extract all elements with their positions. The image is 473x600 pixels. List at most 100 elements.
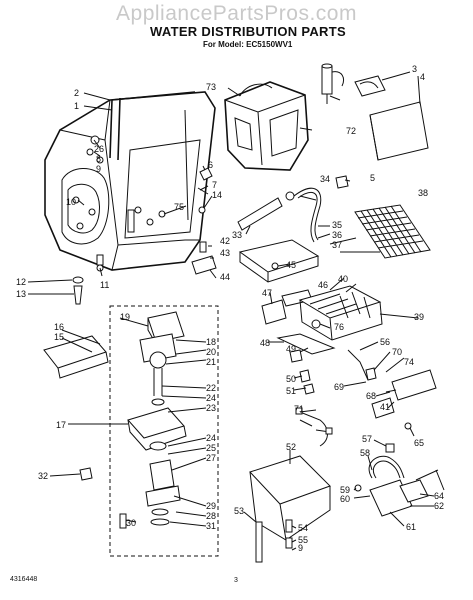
callout-18: 18 <box>206 337 216 347</box>
callout-49: 49 <box>286 344 296 354</box>
bracket-42-44 <box>191 241 217 275</box>
callout-5: 5 <box>370 173 375 183</box>
callout-76: 76 <box>334 322 344 332</box>
callout-73: 73 <box>206 82 216 92</box>
wire-harness <box>295 407 333 447</box>
callout-35: 35 <box>332 220 342 230</box>
callout-72: 72 <box>346 126 356 136</box>
callout-50: 50 <box>286 374 296 384</box>
shelf-grid <box>354 204 431 259</box>
callout-44: 44 <box>220 272 230 282</box>
callout-75: 75 <box>174 202 184 212</box>
auger-and-tubing <box>237 187 322 243</box>
callout-25: 25 <box>206 443 216 453</box>
callout-10: 10 <box>66 197 76 207</box>
shutoff-arm-parts <box>347 349 437 419</box>
callout-55: 55 <box>298 535 308 545</box>
callout-3: 3 <box>412 64 417 74</box>
document-part-number: 4316448 <box>10 576 38 583</box>
callout-62: 62 <box>434 501 444 511</box>
callout-9b: 9 <box>298 543 303 553</box>
callout-20: 20 <box>206 347 216 357</box>
callout-60: 60 <box>340 494 350 504</box>
water-valve <box>354 469 445 517</box>
callout-74: 74 <box>404 357 414 367</box>
callout-19: 19 <box>120 312 130 322</box>
page-number: 3 <box>234 577 238 584</box>
callout-15: 15 <box>54 332 64 342</box>
heater-parts <box>276 333 336 395</box>
callout-46: 46 <box>318 280 328 290</box>
callout-21: 21 <box>206 357 216 367</box>
callout-30: 30 <box>126 518 136 528</box>
callout-71: 71 <box>294 404 304 414</box>
fasteners-6-7-14 <box>197 167 213 214</box>
callout-32: 32 <box>38 471 48 481</box>
callout-31: 31 <box>206 521 216 531</box>
callout-59: 59 <box>340 485 350 495</box>
callout-28: 28 <box>206 511 216 521</box>
callout-4: 4 <box>420 72 425 82</box>
callout-6: 6 <box>208 160 213 170</box>
callout-69: 69 <box>334 382 344 392</box>
callout-labels: 2 1 26 8 9 10 11 12 13 73 3 4 72 6 7 14 … <box>16 64 444 553</box>
leader-lines <box>27 71 435 551</box>
callout-37: 37 <box>332 240 342 250</box>
callout-12: 12 <box>16 277 26 287</box>
reservoir-pan <box>249 455 331 563</box>
callout-58: 58 <box>360 448 370 458</box>
callout-8: 8 <box>96 154 101 164</box>
callout-39: 39 <box>414 312 424 322</box>
callout-7: 7 <box>212 180 217 190</box>
ice-mold <box>261 285 383 341</box>
callout-27: 27 <box>206 453 216 463</box>
callout-24b: 24 <box>206 433 216 443</box>
callout-26: 26 <box>94 144 104 154</box>
callout-48: 48 <box>260 338 270 348</box>
callout-24: 24 <box>206 393 216 403</box>
callout-33: 33 <box>232 230 242 240</box>
callout-23: 23 <box>206 403 216 413</box>
callout-64: 64 <box>434 491 444 501</box>
callout-70: 70 <box>392 347 402 357</box>
water-valve-fittings <box>368 422 412 479</box>
ice-bin <box>224 81 309 171</box>
callout-54: 54 <box>298 523 308 533</box>
callout-2: 2 <box>74 88 79 98</box>
callout-45: 45 <box>286 260 296 270</box>
callout-65: 65 <box>414 438 424 448</box>
callout-14: 14 <box>212 190 222 200</box>
callout-41: 41 <box>380 402 390 412</box>
callout-42: 42 <box>220 236 230 246</box>
diagram-title: WATER DISTRIBUTION PARTS <box>150 24 346 39</box>
callout-13: 13 <box>16 289 26 299</box>
callout-34: 34 <box>320 174 330 184</box>
callout-56: 56 <box>380 337 390 347</box>
callout-36: 36 <box>332 230 342 240</box>
callout-17: 17 <box>56 420 66 430</box>
callout-16: 16 <box>54 322 64 332</box>
callout-29: 29 <box>206 501 216 511</box>
callout-61: 61 <box>406 522 416 532</box>
callout-53: 53 <box>234 506 244 516</box>
callout-11: 11 <box>100 280 109 290</box>
top-right-parts <box>321 63 429 189</box>
callout-1: 1 <box>74 101 79 111</box>
callout-47: 47 <box>262 288 272 298</box>
callout-38: 38 <box>418 188 428 198</box>
liner-housing <box>44 91 216 305</box>
water-tray <box>238 239 320 283</box>
callout-9: 9 <box>96 164 101 174</box>
callout-40: 40 <box>338 274 348 284</box>
callout-57: 57 <box>362 434 372 444</box>
callout-52: 52 <box>286 442 296 452</box>
callout-51: 51 <box>286 386 296 396</box>
callout-22: 22 <box>206 383 216 393</box>
callout-43: 43 <box>220 248 230 258</box>
watermark: AppliancePartsPros.com <box>116 2 357 25</box>
motor-assembly-inset <box>43 305 219 557</box>
callout-68: 68 <box>366 391 376 401</box>
model-subtitle: For Model: EC5150WV1 <box>203 40 293 49</box>
